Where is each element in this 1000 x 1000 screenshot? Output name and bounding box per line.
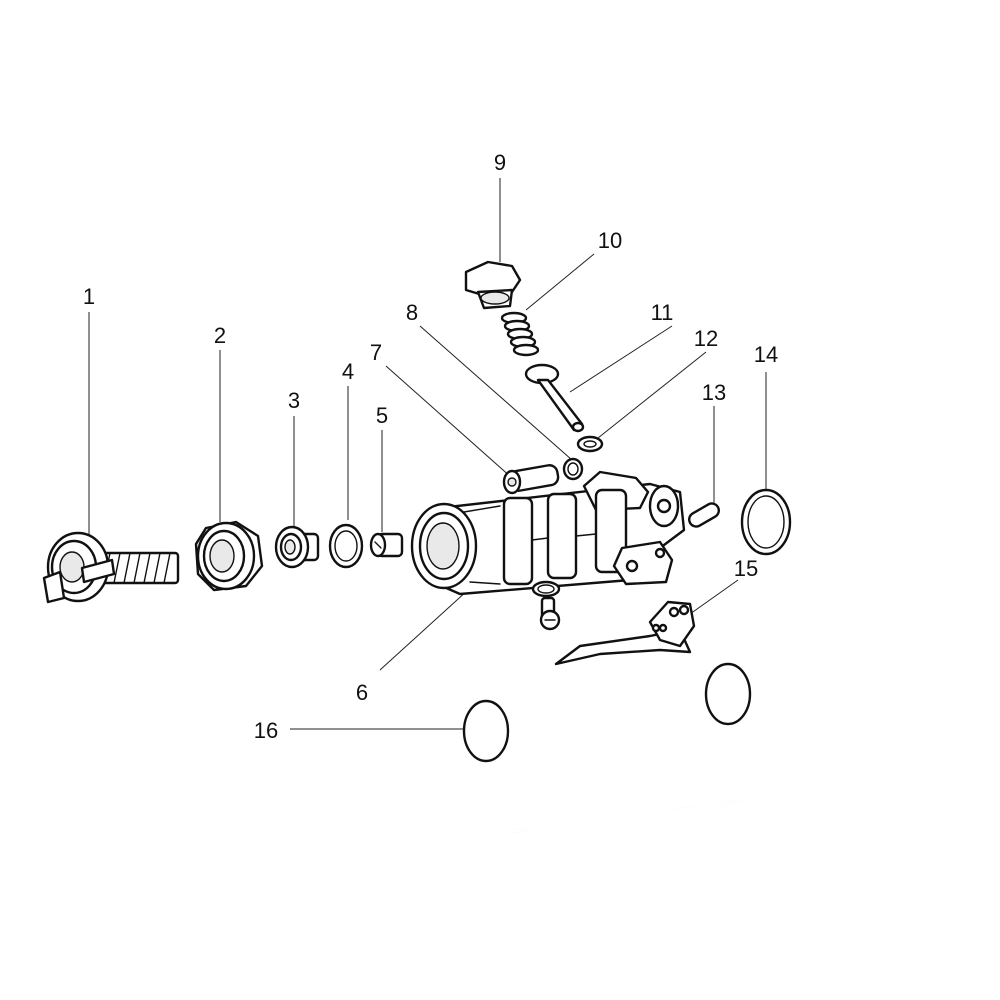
callout-7: 7 (370, 340, 382, 365)
callout-2: 2 (214, 323, 226, 348)
part-6-underside-screw (531, 580, 561, 631)
part-13-pin (688, 502, 720, 528)
callout-9: 9 (494, 150, 506, 175)
part-8-small-ring (562, 457, 584, 481)
part-10-spring (500, 311, 540, 357)
leader-8 (419, 325, 573, 461)
leader-6 (379, 589, 469, 671)
part-2-hex-nut (194, 520, 264, 592)
callout-3: 3 (288, 388, 300, 413)
callout-8: 8 (406, 300, 418, 325)
leader-lines (88, 178, 767, 730)
callout-14: 14 (754, 342, 778, 367)
callout-16: 16 (254, 718, 278, 743)
callout-12: 12 (694, 326, 718, 351)
part-16-bail-handle (462, 662, 752, 834)
leader-12 (597, 351, 707, 439)
callout-10: 10 (598, 228, 622, 253)
part-7-tube-sleeve (502, 464, 560, 495)
part-3-flanged-bushing (274, 525, 320, 569)
leader-11 (569, 325, 673, 393)
leader-7 (385, 365, 513, 479)
part-6-valve-body (410, 470, 686, 596)
leader-15 (689, 579, 739, 615)
leader-10 (525, 253, 595, 311)
part-9-hex-cap (464, 260, 522, 310)
part-11-valve-stem (524, 363, 585, 433)
part-4-o-ring (328, 523, 364, 569)
part-15-lever (554, 600, 696, 666)
callout-1: 1 (83, 284, 95, 309)
part-5-slotted-sleeve (369, 532, 404, 558)
callout-6: 6 (356, 680, 368, 705)
callout-15: 15 (734, 556, 758, 581)
part-14-large-o-ring (740, 488, 792, 556)
part-12-washer (576, 435, 604, 453)
callout-4: 4 (342, 359, 354, 384)
callout-13: 13 (702, 380, 726, 405)
callout-labels: 1 2 3 4 5 6 7 8 9 10 11 12 13 14 15 16 (83, 150, 778, 743)
callout-5: 5 (376, 403, 388, 428)
part-1-threaded-nozzle (42, 531, 180, 604)
callout-11: 11 (651, 300, 674, 325)
